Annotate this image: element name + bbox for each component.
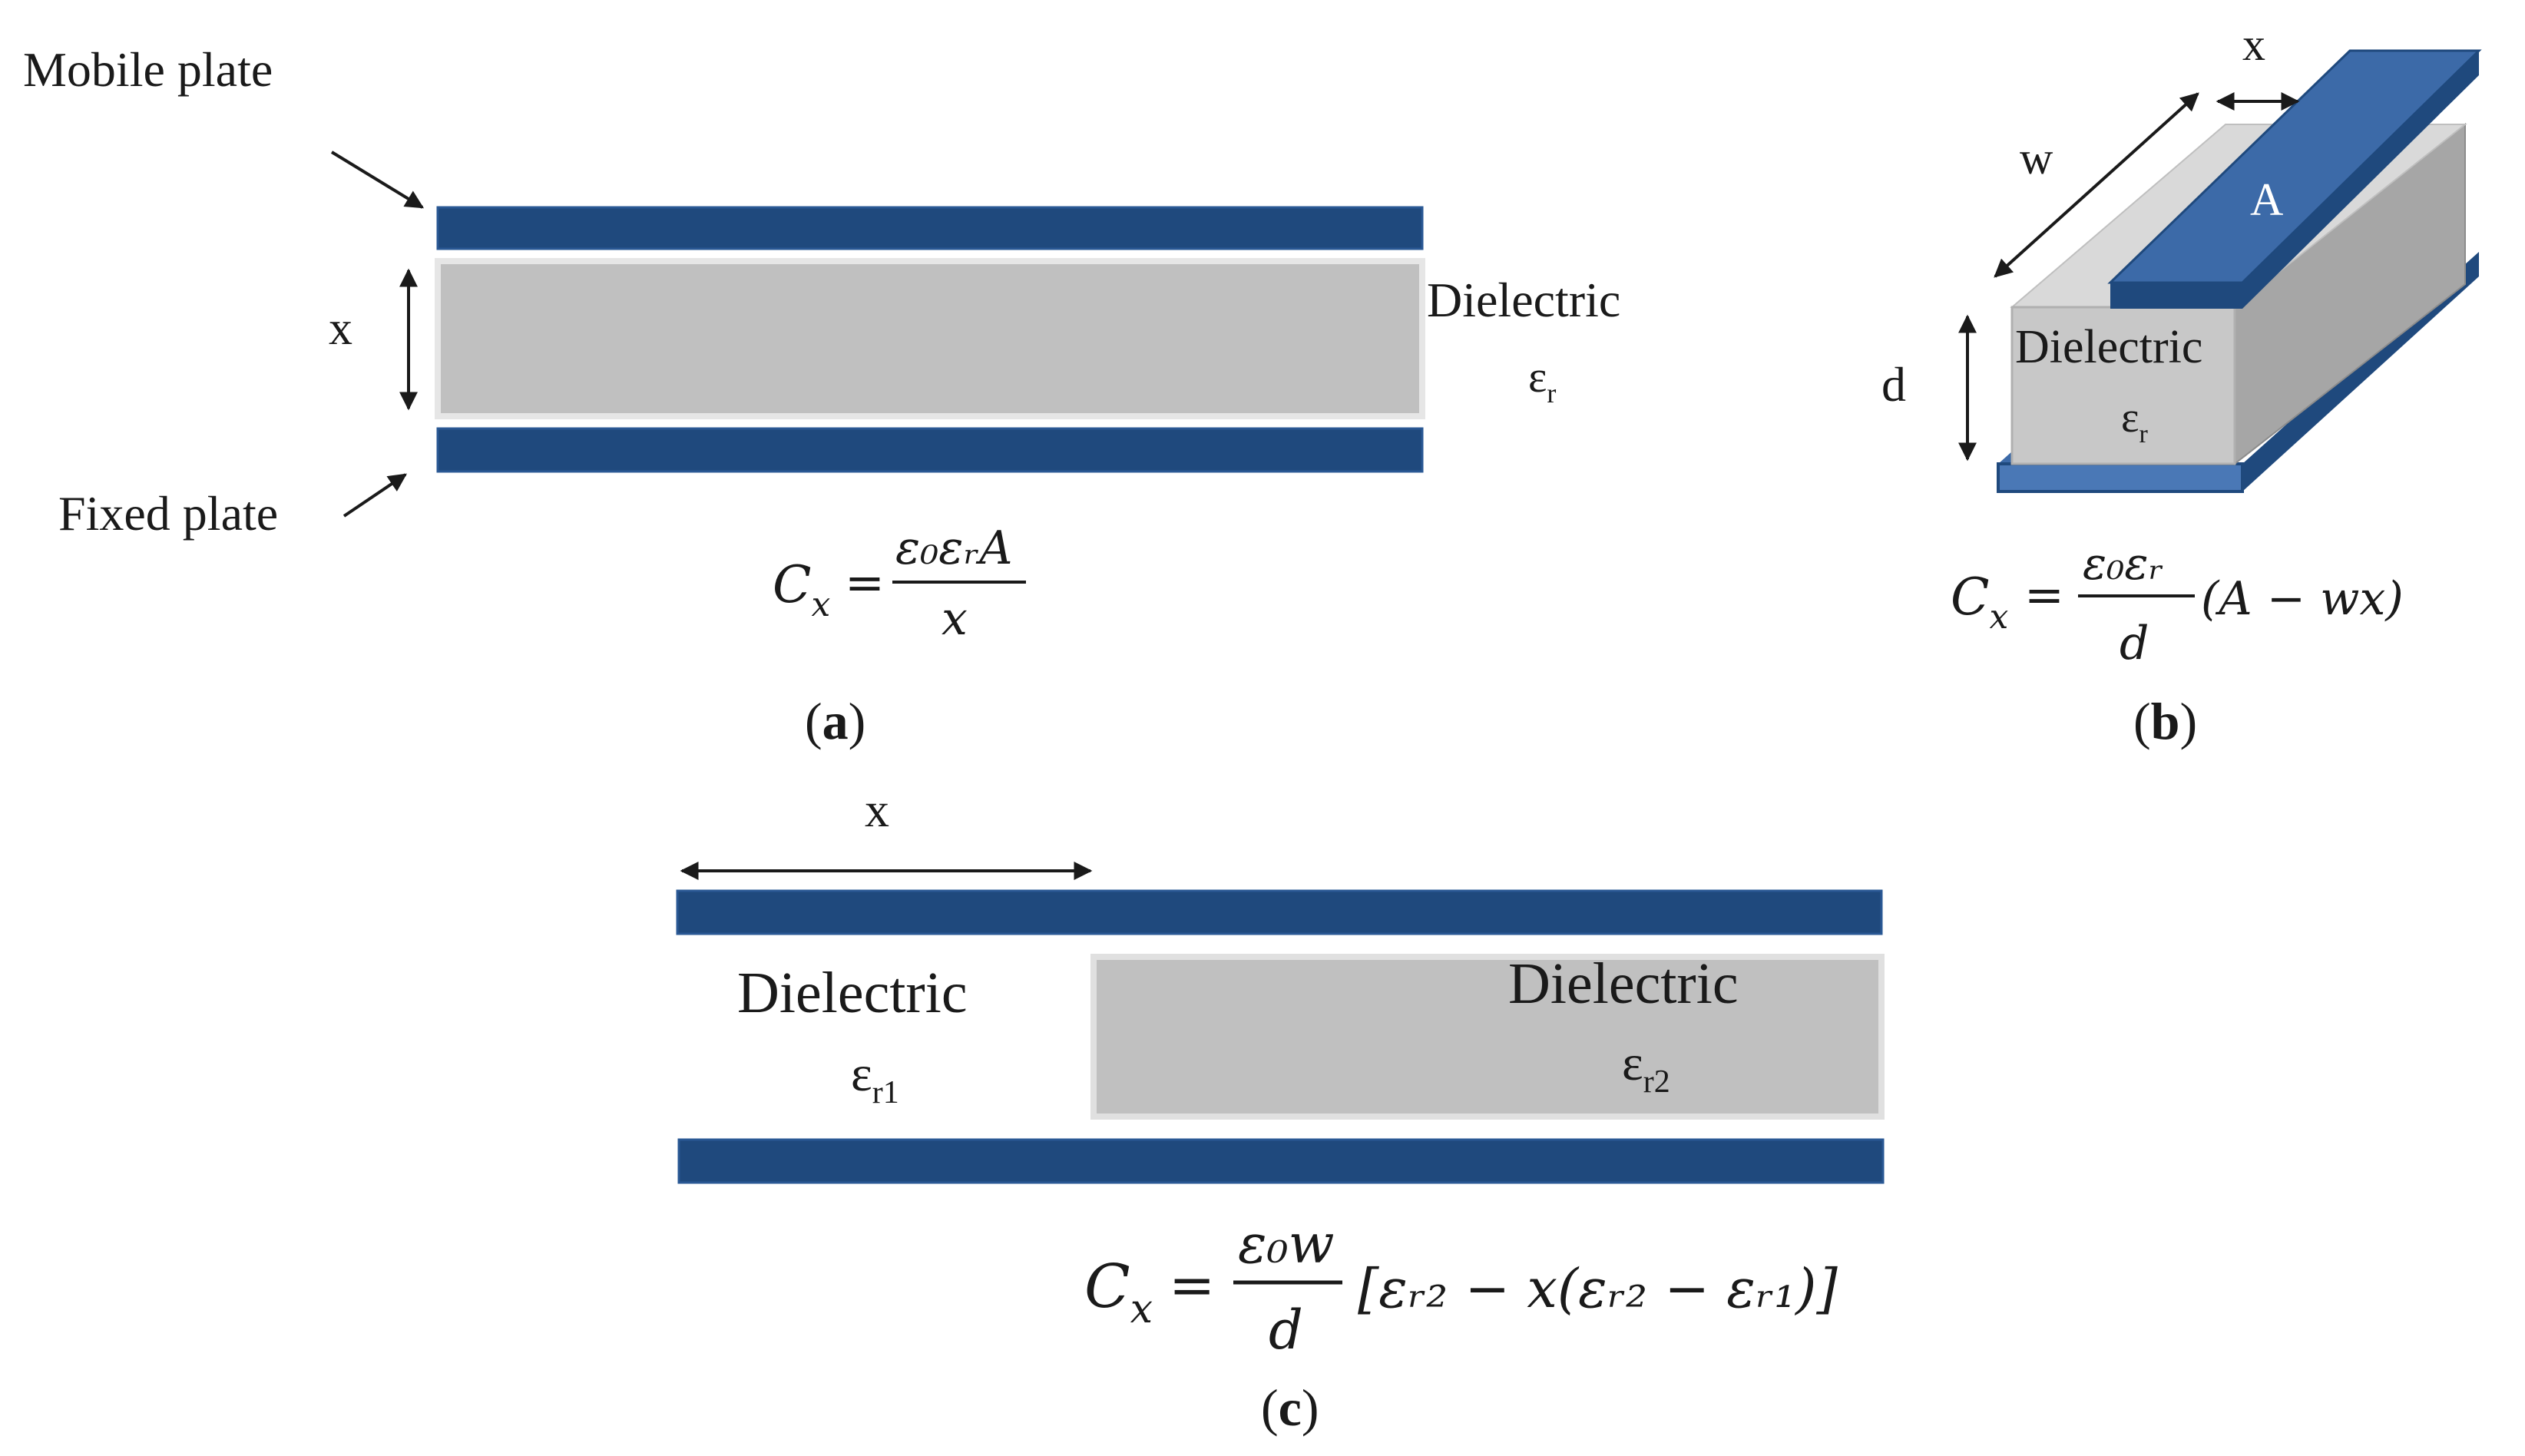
formula-a: Cx = ε₀εᵣA x: [773, 521, 1026, 646]
permittivity-label-b: εr: [2121, 394, 2149, 448]
left-permittivity-label: εr1: [851, 1046, 899, 1110]
formula-c: Cx = ε₀w d [εᵣ₂ − x(εᵣ₂ − εᵣ₁)]: [1084, 1213, 1838, 1362]
top-plate-b-side: [2242, 51, 2479, 309]
formula-b: Cx = ε₀εᵣ d (A − wx): [1951, 538, 2404, 670]
width-label: w: [2020, 133, 2053, 184]
svg-text:=: =: [845, 554, 885, 611]
svg-text:Cx: Cx: [1951, 568, 2009, 637]
dielectric-slab-a: [435, 258, 1425, 419]
area-label: A: [2250, 174, 2283, 225]
svg-text:Cx: Cx: [1084, 1252, 1153, 1332]
svg-text:=: =: [1169, 1252, 1215, 1317]
bottom-plate-b-front: [1998, 464, 2242, 491]
fixed-plate: [436, 427, 1424, 473]
svg-text:Cx: Cx: [773, 555, 831, 624]
panel-c: x Dielectric εr1 Dielectric εr2 Cx = ε₀w…: [676, 783, 1885, 1437]
top-plate-c: [676, 889, 1883, 935]
fixed-plate-pointer: [343, 473, 407, 518]
svg-text:ε₀w: ε₀w: [1238, 1213, 1335, 1276]
dielectric-label-b: Dielectric: [2015, 321, 2202, 373]
mobile-plate: [436, 206, 1424, 250]
mobile-plate-label: Mobile plate: [23, 42, 273, 97]
panel-a: Mobile plate x Dielectric εr Fixed plate…: [23, 42, 1620, 750]
svg-text:d: d: [1269, 1299, 1303, 1362]
svg-text:d: d: [2120, 617, 2149, 670]
svg-text:[εᵣ₂ − x(εᵣ₂ − εᵣ₁)]: [εᵣ₂ − x(εᵣ₂ − εᵣ₁)]: [1358, 1257, 1838, 1320]
overlap-label: x: [2242, 19, 2265, 70]
svg-text:=: =: [2024, 567, 2064, 623]
permittivity-label-a: εr: [1528, 352, 1556, 409]
svg-text:(A − wx): (A − wx): [2201, 572, 2404, 626]
gap-label: x: [329, 303, 352, 355]
panel-b: A w x d Dielectric εr Cx = ε₀εᵣ d (A − w…: [1881, 19, 2482, 750]
mobile-plate-pointer: [330, 151, 425, 209]
svg-text:x: x: [941, 592, 968, 646]
fixed-plate-label: Fixed plate: [58, 486, 278, 541]
thickness-label: d: [1881, 357, 1906, 412]
left-dielectric-label: Dielectric: [737, 961, 968, 1025]
right-permittivity-label: εr2: [1622, 1035, 1670, 1100]
caption-b: (b): [2133, 692, 2197, 750]
width-arrow: [1994, 92, 2199, 278]
dielectric-label-a: Dielectric: [1427, 273, 1620, 327]
svg-text:ε₀εᵣ: ε₀εᵣ: [2083, 538, 2164, 590]
top-plate-b-front: [2110, 283, 2242, 309]
displacement-label: x: [865, 783, 889, 837]
caption-a: (a): [805, 692, 865, 750]
right-dielectric-label: Dielectric: [1508, 951, 1739, 1016]
bottom-plate-c: [677, 1138, 1885, 1184]
caption-c: (c): [1261, 1378, 1319, 1437]
dielectric-slab-c: [1090, 954, 1885, 1120]
svg-text:ε₀εᵣA: ε₀εᵣA: [895, 521, 1013, 575]
